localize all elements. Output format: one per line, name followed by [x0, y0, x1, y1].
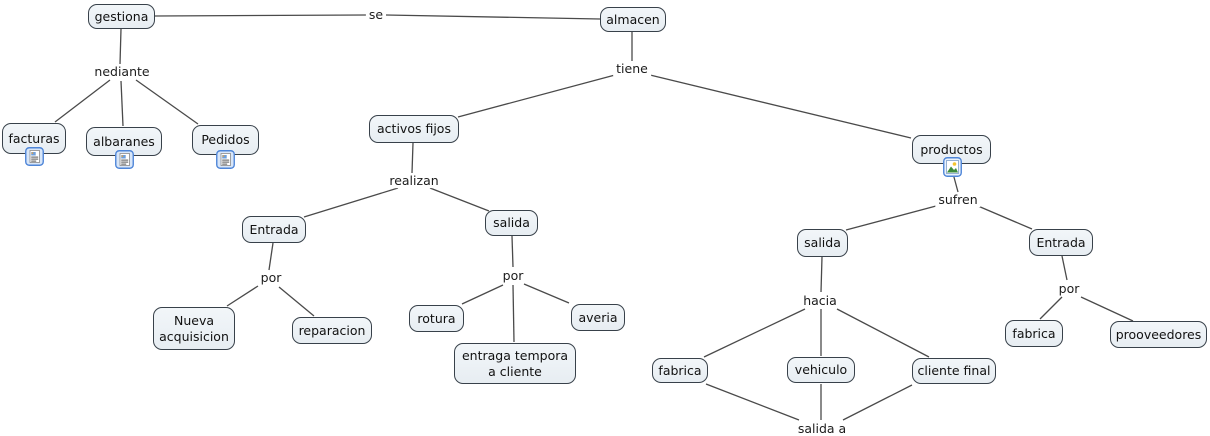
connector-line [845, 205, 937, 231]
linking-phrase-por-entrada-productos[interactable]: por [1055, 282, 1083, 296]
connector-line [1080, 296, 1134, 322]
resource-document-icon[interactable] [115, 150, 134, 169]
connector-line [135, 79, 199, 125]
connector-line [54, 79, 111, 123]
concept-node-nueva-acquisicion[interactable]: Nueva acquisicion [153, 307, 235, 350]
resource-image-icon[interactable] [943, 157, 962, 177]
concept-node-entrada-productos[interactable]: Entrada [1029, 229, 1093, 256]
linking-phrase-sufren[interactable]: sufren [935, 193, 981, 207]
connector-line [119, 28, 122, 65]
connector-line [820, 256, 823, 293]
connector-line [1061, 255, 1068, 281]
connector-line [836, 308, 930, 358]
connector-line [278, 286, 315, 317]
connector-line [977, 205, 1033, 230]
connector-line [842, 384, 913, 421]
concept-node-pedidos[interactable]: Pedidos [192, 125, 259, 155]
connector-line [703, 308, 806, 358]
concept-node-entraga-tempora[interactable]: entraga tempora a cliente [454, 343, 576, 384]
connector-line [461, 284, 504, 305]
linking-phrase-nediante[interactable]: nediante [91, 65, 153, 79]
linking-phrase-por-entrada-activos[interactable]: por [257, 271, 285, 285]
connector-line [1039, 296, 1063, 320]
concept-node-cliente-final[interactable]: cliente final [912, 358, 996, 384]
concept-node-entrada-activos[interactable]: Entrada [242, 216, 306, 243]
concept-node-reparacion[interactable]: reparacion [292, 317, 372, 344]
connector-line [411, 142, 414, 174]
resource-document-icon[interactable] [25, 147, 44, 166]
linking-phrase-se[interactable]: se [365, 8, 387, 22]
resource-document-icon[interactable] [216, 150, 235, 169]
connector-line [457, 74, 616, 118]
connector-line [512, 284, 515, 343]
concept-node-fabrica-por[interactable]: fabrica [1005, 320, 1063, 347]
connector-line [429, 187, 490, 212]
concept-node-facturas[interactable]: facturas [2, 123, 66, 154]
connector-line [705, 383, 800, 421]
connector-line [511, 235, 514, 268]
connector-line [523, 283, 570, 304]
concept-node-averia[interactable]: averia [571, 304, 625, 331]
linking-phrase-por-salida-activos[interactable]: por [499, 269, 527, 283]
concept-node-prooveedores[interactable]: prooveedores [1110, 321, 1207, 348]
connector-line [268, 242, 274, 271]
concept-node-gestiona[interactable]: gestiona [88, 4, 155, 29]
linking-phrase-hacia[interactable]: hacia [800, 294, 840, 308]
concept-node-rotura[interactable]: rotura [409, 305, 464, 332]
linking-phrase-salida-a[interactable]: salida a [794, 422, 850, 436]
connector-line [226, 285, 259, 307]
concept-node-fabrica-hacia[interactable]: fabrica [652, 358, 708, 383]
concept-node-activos-fijos[interactable]: activos fijos [369, 115, 459, 143]
connector-line [120, 80, 124, 127]
linking-phrase-tiene[interactable]: tiene [613, 62, 651, 76]
concept-node-salida-productos[interactable]: salida [797, 229, 848, 257]
connector-line [154, 14, 367, 17]
linking-phrase-realizan[interactable]: realizan [386, 174, 442, 188]
concept-node-vehiculo[interactable]: vehiculo [787, 357, 855, 383]
connector-line [649, 74, 912, 139]
connector-line [385, 14, 601, 20]
concept-node-almacen[interactable]: almacen [600, 7, 666, 32]
concept-node-salida-activos[interactable]: salida [485, 210, 538, 236]
connector-line [303, 187, 399, 218]
